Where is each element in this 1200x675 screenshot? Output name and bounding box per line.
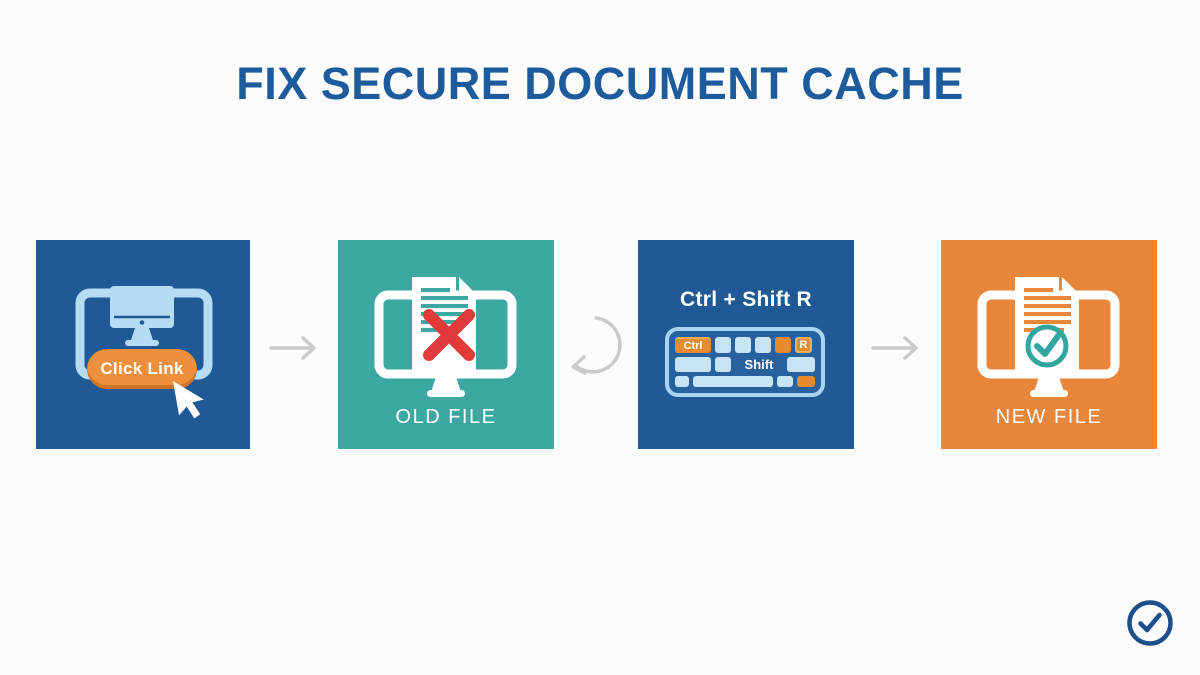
step-panel-click-link: Click Link bbox=[36, 240, 250, 449]
step-label-old-file: OLD FILE bbox=[395, 406, 497, 428]
keyboard-row-1: Ctrl R bbox=[675, 337, 815, 353]
keyboard-row-3 bbox=[675, 376, 815, 387]
keyboard-icon: Ctrl R Shift bbox=[665, 327, 825, 397]
key bbox=[675, 357, 711, 372]
key bbox=[715, 357, 731, 372]
step-label-new-file: NEW FILE bbox=[995, 406, 1103, 428]
shortcut-heading: Ctrl + Shift R bbox=[680, 288, 812, 311]
key bbox=[777, 376, 793, 387]
key bbox=[715, 337, 731, 353]
right-arrow-icon bbox=[267, 332, 323, 369]
click-link-button: Click Link bbox=[87, 349, 197, 389]
spacebar-key bbox=[693, 376, 773, 387]
old-file-monitor-icon bbox=[371, 276, 521, 417]
ctrl-key: Ctrl bbox=[675, 337, 711, 353]
key bbox=[797, 376, 815, 387]
step-panel-new-file: NEW FILE bbox=[941, 240, 1157, 449]
key bbox=[755, 337, 771, 353]
cursor-icon bbox=[169, 379, 211, 432]
new-file-monitor-icon bbox=[974, 276, 1124, 417]
step-panel-refresh-shortcut: Ctrl + Shift R Ctrl R Shift bbox=[638, 240, 854, 449]
keyboard-row-2: Shift bbox=[675, 357, 815, 372]
step-panel-old-file: OLD FILE bbox=[338, 240, 554, 449]
key bbox=[735, 337, 751, 353]
key bbox=[787, 357, 815, 372]
key bbox=[675, 376, 689, 387]
right-arrow-icon bbox=[869, 332, 925, 369]
key bbox=[775, 337, 791, 353]
check-circle-icon bbox=[1125, 598, 1175, 653]
page-title: FIX SECURE DOCUMENT CACHE bbox=[236, 58, 964, 109]
r-key: R bbox=[795, 337, 812, 353]
refresh-arrow-icon bbox=[566, 312, 636, 397]
shift-key: Shift bbox=[744, 357, 774, 372]
